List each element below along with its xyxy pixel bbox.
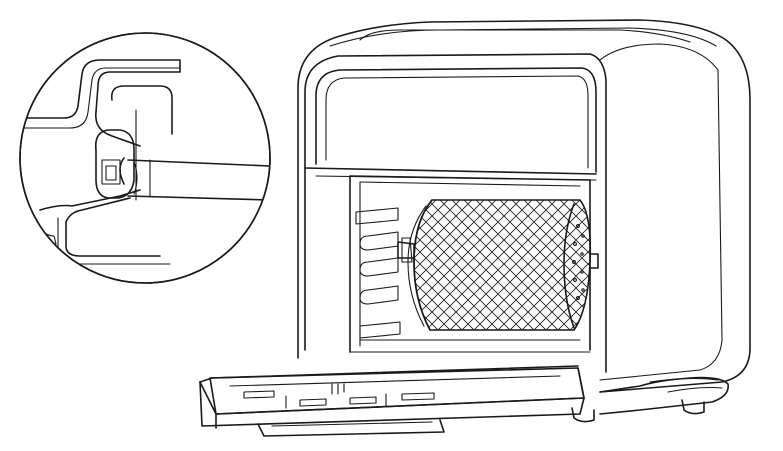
basket-endcap-holes bbox=[572, 224, 585, 300]
open-door bbox=[199, 365, 585, 437]
appliance-body bbox=[297, 19, 751, 423]
rotisserie-basket bbox=[397, 199, 599, 331]
rack-slots-left bbox=[355, 207, 401, 339]
detail-magnifier bbox=[19, 32, 271, 284]
door-slots bbox=[243, 390, 435, 409]
